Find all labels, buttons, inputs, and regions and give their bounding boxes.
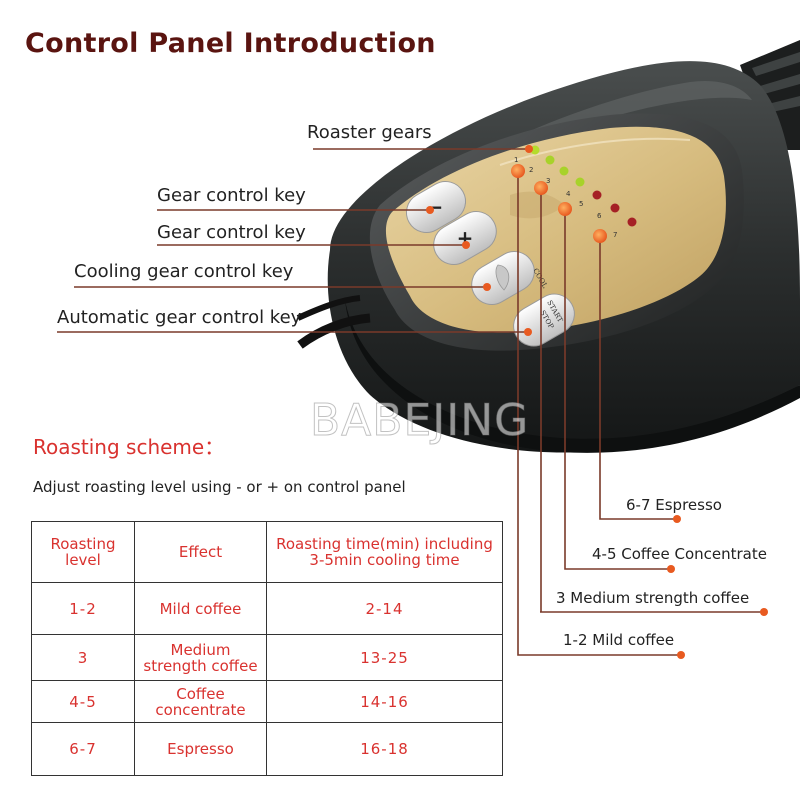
gear-number-4: 4 (566, 190, 571, 198)
gear-numbers: 1 2 3 4 5 6 7 (514, 156, 617, 239)
led-7 (627, 217, 637, 227)
led-4 (575, 177, 585, 187)
gear-marker-3 (534, 181, 548, 195)
leader-espresso (599, 236, 676, 520)
gear-indicators (530, 145, 637, 227)
cell-effect: Medium strength coffee (134, 634, 267, 681)
roasting-scheme-description: Adjust roasting level using - or + on co… (33, 478, 406, 496)
gear-number-1: 1 (514, 156, 518, 164)
table-row: 6-7 Espresso 16-18 (31, 722, 503, 776)
table-row: 1-2 Mild coffee 2-14 (31, 582, 503, 635)
roasting-table: Roasting level Effect Roasting time(min)… (31, 521, 503, 776)
table-row: 3 Medium strength coffee 13-25 (31, 634, 503, 681)
label-level-concentrate: 4-5 Coffee Concentrate (592, 545, 767, 563)
device-tube (740, 40, 800, 150)
plus-key[interactable]: + (426, 204, 503, 272)
led-2 (545, 155, 555, 165)
minus-key[interactable]: − (399, 174, 473, 240)
cell-time: 14-16 (266, 680, 503, 723)
cell-level: 6-7 (31, 722, 135, 776)
led-5 (592, 190, 602, 200)
cell-level: 3 (31, 634, 135, 681)
power-cord (297, 313, 371, 349)
cell-effect: Mild coffee (134, 582, 267, 635)
gear-number-5: 5 (579, 200, 583, 208)
header-effect: Effect (134, 521, 267, 583)
header-roasting-level: Roasting level (31, 521, 135, 583)
cell-time: 16-18 (266, 722, 503, 776)
led-6 (610, 203, 620, 213)
label-gear-control-key-minus: Gear control key (157, 185, 306, 206)
label-cooling-gear-key: Cooling gear control key (74, 261, 294, 282)
label-roaster-gears: Roaster gears (307, 122, 432, 143)
gear-number-3: 3 (546, 177, 550, 185)
leader-concentrate (564, 209, 670, 570)
table-row: 4-5 Coffee concentrate 14-16 (31, 680, 503, 723)
label-gear-control-key-plus: Gear control key (157, 222, 306, 243)
label-level-medium: 3 Medium strength coffee (556, 589, 750, 607)
control-panel-face (385, 126, 726, 333)
page-title: Control Panel Introduction (25, 28, 436, 59)
gear-marker-4-5 (558, 202, 572, 216)
cell-level: 4-5 (31, 680, 135, 723)
roasting-scheme-title: Roasting scheme： (33, 435, 225, 459)
leader-medium (540, 188, 764, 613)
cell-effect: Espresso (134, 722, 267, 776)
cell-time: 2-14 (266, 582, 503, 635)
label-level-mild: 1-2 Mild coffee (563, 631, 675, 649)
gear-marker-1-2 (511, 164, 525, 178)
cell-level: 1-2 (31, 582, 135, 635)
gear-marker-6-7 (593, 229, 607, 243)
table-header-row: Roasting level Effect Roasting time(min)… (31, 521, 503, 583)
leader-mild (517, 172, 680, 656)
watermark: BABEJING (309, 395, 530, 447)
header-roasting-time: Roasting time(min) including 3-5min cool… (266, 521, 503, 583)
label-automatic-gear-key: Automatic gear control key (57, 307, 302, 328)
fan-icon (495, 264, 510, 291)
label-level-espresso: 6-7 Espresso (626, 496, 722, 514)
markers (426, 145, 768, 659)
leader-lines (57, 148, 764, 656)
gear-number-2: 2 (529, 166, 533, 174)
gear-number-7: 7 (613, 231, 617, 239)
cell-time: 13-25 (266, 634, 503, 681)
led-3 (559, 166, 569, 176)
cell-effect: Coffee concentrate (134, 680, 267, 723)
gear-number-6: 6 (597, 212, 602, 220)
